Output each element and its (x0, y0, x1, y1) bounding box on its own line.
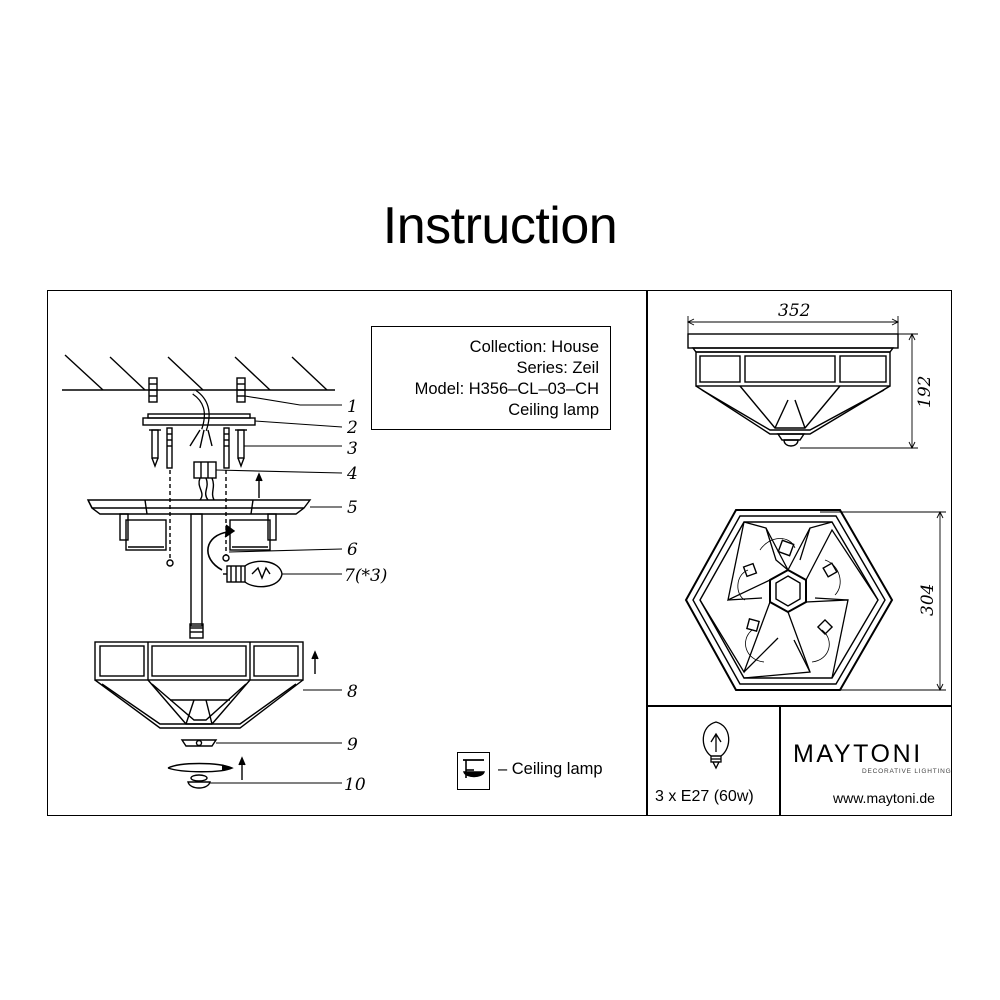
callout-10: 10 (344, 775, 366, 795)
series-label: Series: Zeil (516, 359, 599, 377)
callout-9: 9 (347, 735, 358, 755)
screw (149, 427, 247, 469)
brand-url[interactable]: www.maytoni.de (833, 790, 935, 806)
callout-5: 5 (347, 498, 358, 518)
bulb-spec: 3 x E27 (60w) (655, 788, 754, 805)
alignment-guide (169, 470, 227, 560)
divider-vertical (646, 290, 648, 816)
divider-horizontal (646, 705, 952, 707)
legend-icon-frame (457, 752, 490, 790)
divider-vertical-footer (779, 705, 781, 816)
light-bulb-icon (702, 721, 730, 770)
brand-tagline: DECORATIVE LIGHTING (862, 768, 952, 775)
top-view (684, 509, 894, 691)
callout-7: 7(*3) (344, 566, 387, 586)
collection-label: Collection: House (469, 338, 599, 356)
legend-text: – Ceiling lamp (498, 760, 603, 778)
lamp-holder (125, 519, 271, 551)
callout-3: 3 (347, 439, 358, 459)
decorative-knob (180, 739, 218, 747)
callout-leader (210, 395, 343, 784)
callout-4: 4 (346, 464, 358, 484)
page-title: Instruction (382, 197, 618, 255)
model-label: Model: H356–CL–03–CH (414, 380, 599, 398)
ceiling-surface (62, 354, 335, 391)
brand-logo: MAYTONI (793, 740, 923, 768)
dimension-depth: 304 (918, 584, 938, 616)
dimension-lines (686, 316, 946, 692)
central-rod (189, 513, 204, 639)
callout-numbers: 1 2 3 4 5 6 7(*3) 8 9 10 (344, 397, 387, 795)
terminal-block (193, 461, 217, 501)
wall-plug (148, 377, 246, 403)
product-info-box: Collection: House Series: Zeil Model: H3… (371, 326, 611, 430)
dimension-height: 192 (915, 376, 935, 408)
callout-2: 2 (346, 418, 358, 438)
canopy-plate (86, 499, 312, 541)
ceiling-lamp-icon (463, 759, 485, 778)
glass-shade (94, 641, 304, 729)
finial (167, 762, 234, 789)
callout-1: 1 (347, 397, 358, 417)
type-label: Ceiling lamp (508, 401, 599, 419)
callout-6: 6 (347, 540, 358, 560)
instruction-sheet (47, 290, 952, 816)
dimension-width: 352 (778, 301, 810, 321)
callout-8: 8 (347, 682, 358, 702)
side-view (687, 333, 899, 447)
mounting-bracket (142, 413, 256, 426)
light-bulb (223, 560, 283, 588)
